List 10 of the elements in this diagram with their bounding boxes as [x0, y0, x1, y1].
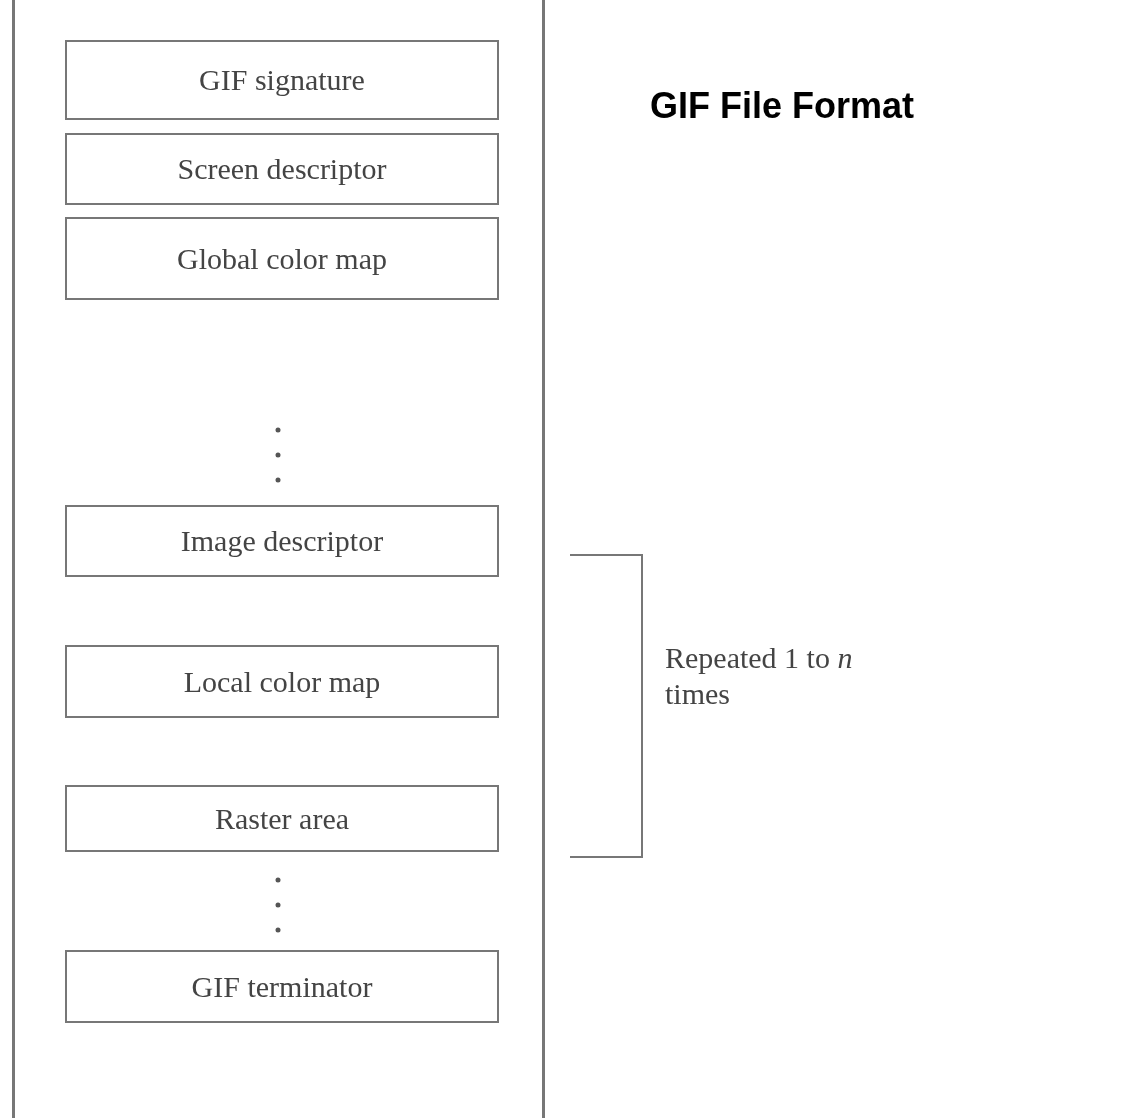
section-box: Global color map [65, 217, 499, 300]
bracket-note: Repeated 1 to n times [665, 640, 854, 712]
section-box: Screen descriptor [65, 133, 499, 205]
section-box: GIF terminator [65, 950, 499, 1023]
file-frame [12, 0, 545, 1118]
section-box: Local color map [65, 645, 499, 718]
title: GIF File Format [650, 85, 915, 127]
section-box: Raster area [65, 785, 499, 852]
section-box: Image descriptor [65, 505, 499, 577]
section-box: GIF signature [65, 40, 499, 120]
